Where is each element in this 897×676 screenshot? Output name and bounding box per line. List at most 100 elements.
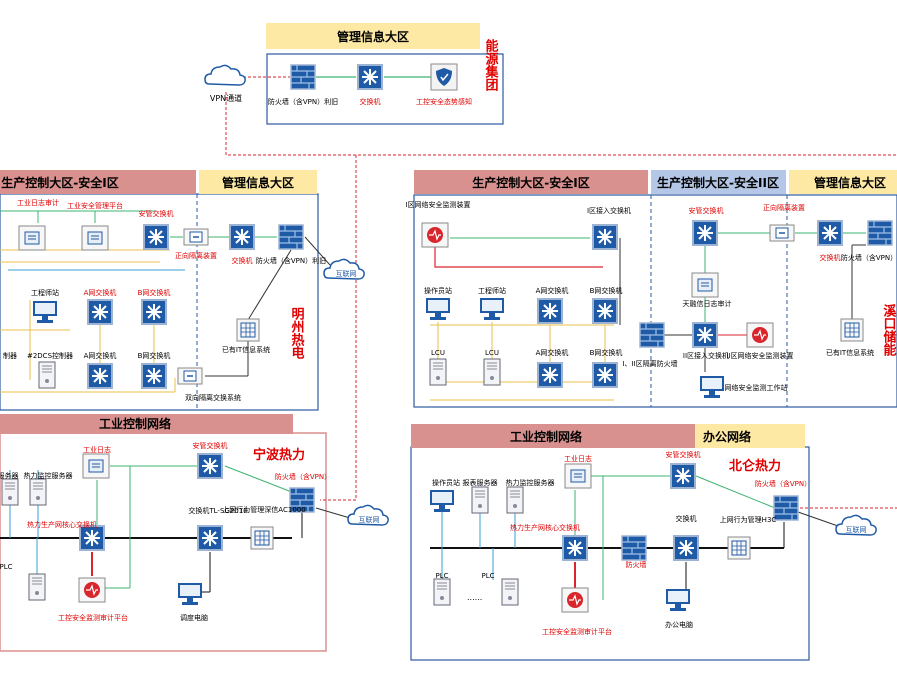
- sz-a-switch2-label: A网交换机: [536, 348, 569, 357]
- bl-firewall-vpn-icon: [773, 495, 799, 521]
- sz-b-switch2-icon: [592, 362, 618, 388]
- dual-isolation-icon: [177, 367, 203, 385]
- sz-monitor2-label: II区网络安全监测装置: [726, 351, 793, 360]
- mgmt-platform-icon: [81, 225, 109, 251]
- nb-heat-server-icon: [29, 478, 47, 506]
- sz-access-switch-icon: [592, 224, 618, 250]
- bl-office-title: 办公网络: [703, 429, 751, 444]
- top-firewall-label: 防火墙（含VPN）利旧: [268, 97, 338, 106]
- mz-log-audit-label: 工业日志审计: [17, 198, 59, 207]
- sz-isolation-label: 正向隔离装置: [763, 203, 805, 212]
- sec-switch-icon: [143, 224, 169, 250]
- nb-ind-header: [0, 414, 293, 434]
- mz-isolation-label: 正向隔离装置: [175, 251, 217, 260]
- mz-ctrl-label: 制器: [3, 351, 17, 360]
- a-switch-icon: [87, 299, 113, 325]
- sz-b-switch-icon: [592, 298, 618, 324]
- bl-firewall-vpn-label: 防火墙（含VPN）: [755, 479, 811, 488]
- bl-sec-switch-label: 安管交换机: [666, 450, 701, 459]
- nb-plc-icon: [28, 573, 46, 601]
- mz-it-label: 已有IT信息系统: [222, 345, 270, 354]
- nb-sec-switch-label: 安管交换机: [193, 441, 228, 450]
- mz-plant-name: 明州热电: [289, 307, 306, 360]
- sz-operator-label: 操作员站: [424, 286, 452, 295]
- sz-firewall-icon: [867, 220, 893, 246]
- nb-internet-label: 互联网: [359, 515, 380, 524]
- bl-plant-name: 北仑热力: [729, 458, 781, 474]
- sz-prod2-title: 生产控制大区-安全II区: [657, 175, 779, 190]
- sz-prod1-header: [414, 170, 648, 194]
- sz-it-icon: [840, 318, 864, 342]
- mz-mgmt-title: 管理信息大区: [222, 175, 294, 190]
- bl-core-switch-icon: [562, 535, 588, 561]
- nb-switch-tl-icon: [197, 525, 223, 551]
- bl-operator-label: 操作员站: [432, 478, 460, 487]
- mz-dual-label: 双向隔离交换系统: [185, 393, 241, 402]
- group-name: 能源集团: [483, 38, 500, 92]
- switch-icon: [229, 224, 255, 250]
- bl-plc1-icon: [433, 578, 451, 606]
- sz-sec-switch-icon: [692, 220, 718, 246]
- firewall-icon: [290, 64, 316, 90]
- vpn-cloud-icon: [204, 64, 246, 86]
- sz-monitor-icon: [421, 222, 449, 248]
- sz-sec-switch-label: 安管交换机: [689, 206, 724, 215]
- mz-a-switch-label: A网交换机: [84, 288, 117, 297]
- sz-isolation-icon: [769, 224, 795, 242]
- nb-plc-label: PLC: [0, 563, 13, 571]
- sz-switch-icon: [817, 220, 843, 246]
- bl-firewall-label: 防火墙: [626, 560, 647, 569]
- mz-internet-label: 互联网: [336, 269, 357, 278]
- sz-tianrong-icon: [691, 272, 719, 298]
- sz-b-switch2-label: B网交换机: [590, 348, 623, 357]
- sz-tianrong-label: 天融信日志审计: [683, 299, 732, 308]
- dcs-controller-icon: [38, 361, 56, 389]
- firewall-icon: [278, 224, 304, 250]
- b-switch-2-icon: [141, 363, 167, 389]
- bl-behavior-icon: [727, 536, 751, 560]
- nb-heat-server-label: 热力监控服务器: [24, 471, 73, 480]
- sz-access2-icon: [692, 322, 718, 348]
- bl-ind-title: 工业控制网络: [510, 429, 582, 444]
- group-zone-header: [266, 23, 480, 49]
- nb-log-icon: [82, 453, 110, 479]
- nb-server-icon: [1, 478, 19, 506]
- top-switch-label: 交换机: [360, 97, 381, 106]
- bl-firewall-icon: [621, 535, 647, 561]
- nb-dispatch-label: 调度电脑: [180, 613, 208, 622]
- bl-plc-dots: ......: [467, 593, 482, 602]
- bl-plc1-label: PLC: [435, 572, 448, 580]
- sz-access2-label: II区接入交换机: [683, 351, 729, 360]
- nb-sec-switch-icon: [197, 453, 223, 479]
- mz-mgmt-header: [199, 170, 317, 194]
- sz-firewall-label: 防火墙（含VPN）利旧: [841, 253, 897, 262]
- bl-office-label: 办公电脑: [665, 620, 693, 629]
- shield-icon: [430, 63, 458, 91]
- sz-fw12-icon: [639, 322, 665, 348]
- nb-core-switch-icon: [79, 525, 105, 551]
- nb-server-label: 服务器: [0, 471, 19, 480]
- sz-lcu1-label: LCU: [431, 349, 445, 357]
- bl-plc2-label: PLC: [481, 572, 494, 580]
- switch-icon: [357, 64, 383, 90]
- nb-plant-name: 宁波热力: [253, 447, 305, 463]
- bl-ind-header: [411, 424, 695, 448]
- nb-ind-title: 工业控制网络: [99, 416, 171, 431]
- bl-switch-icon: [673, 535, 699, 561]
- sz-a-switch-label: A网交换机: [536, 286, 569, 295]
- sz-b-switch-label: B网交换机: [590, 286, 623, 295]
- sz-engineer-label: 工程师站: [478, 286, 506, 295]
- sz-switch-label: 交换机: [820, 253, 841, 262]
- nb-audit-label: 工控安全监测审计平台: [58, 613, 128, 622]
- mz-dcs-label: #2DCS控制器: [27, 351, 73, 360]
- a-switch-2-icon: [87, 363, 113, 389]
- mz-switch-label: 交换机: [232, 256, 253, 265]
- group-zone-title: 管理信息大区: [337, 29, 409, 44]
- sz-netmon-label: 网络安全监测工作站: [725, 383, 788, 392]
- bl-audit-icon: [561, 587, 589, 613]
- log-audit-icon: [18, 225, 46, 251]
- sz-mgmt-header: [789, 170, 897, 194]
- sz-it-label: 已有IT信息系统: [826, 348, 874, 357]
- mz-prod-title: 生产控制大区-安全I区: [1, 175, 118, 190]
